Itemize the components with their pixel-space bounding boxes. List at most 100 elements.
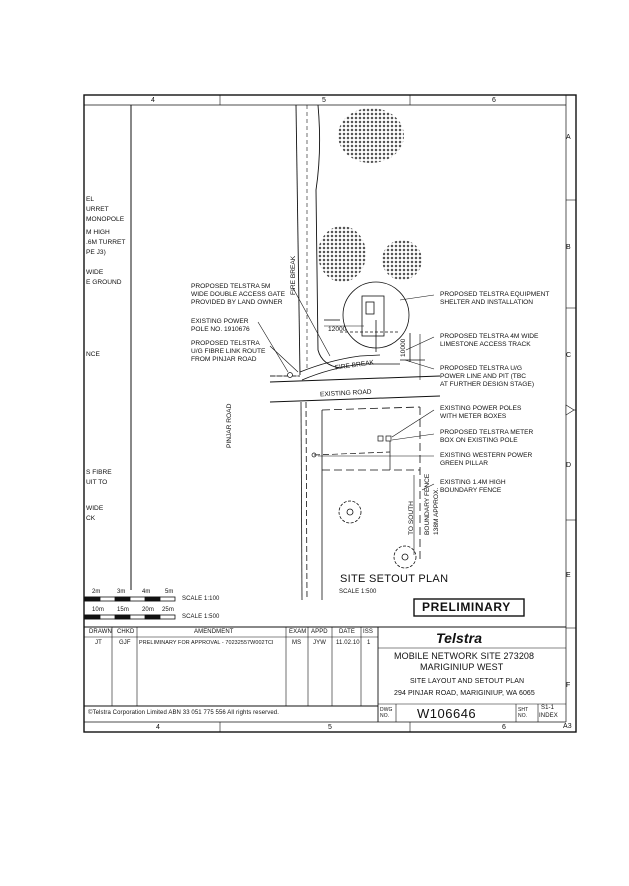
callout-access-gate: PROPOSED TELSTRA 5m WIDE DOUBLE ACCESS G…	[191, 283, 285, 307]
callout-line: AT FURTHER DESIGN STAGE)	[440, 381, 535, 388]
rev-header-date: DATE	[339, 629, 355, 635]
left-fragment: NCE	[86, 351, 100, 358]
callout-line: PROVIDED BY LAND OWNER	[191, 299, 283, 306]
callout-green-pillar: EXISTING WESTERN POWER GREEN PILLAR	[440, 452, 532, 468]
grid-row-a: A	[566, 134, 571, 141]
grid-corner-label: A3	[563, 723, 572, 730]
tree-canopy-north-2	[318, 226, 366, 282]
scale-tick: 2m	[92, 589, 101, 595]
callout-leaders	[257, 287, 435, 491]
scale-tick: 4m	[142, 589, 151, 595]
left-fragment: S FIBRE	[86, 469, 112, 476]
callout-line: POWER LINE AND PIT (TBC	[440, 373, 526, 380]
dimension-12000: 12000	[328, 326, 347, 333]
callout-line: FROM PINJAR ROAD	[191, 356, 257, 363]
callout-equipment-shelter: PROPOSED TELSTRA EQUIPMENT SHELTER AND I…	[440, 291, 549, 307]
plan-scale: SCALE 1:500	[339, 589, 377, 595]
callout-power-line: PROPOSED TELSTRA U/G POWER LINE AND PIT …	[440, 365, 534, 389]
boundary-fence	[321, 406, 421, 560]
equipment-compound	[324, 281, 425, 362]
sht-no-label: SHT NO.	[518, 707, 529, 719]
rev-cell-appd: JYW	[313, 640, 326, 646]
grid-col-5-bottom: 5	[328, 724, 332, 731]
rev-header-amendment: AMENDMENT	[194, 629, 234, 635]
callout-line: SHELTER AND INSTALLATION	[440, 299, 534, 306]
scale-tick: 25m	[162, 607, 174, 613]
rev-cell-date: 11.02.10	[336, 640, 360, 646]
dimension-lines	[324, 325, 421, 555]
trees-south	[338, 500, 417, 569]
fire-break-vertical-label: FIRE BREAK	[290, 255, 297, 295]
callout-line: PROPOSED TELSTRA U/G	[440, 365, 522, 372]
callout-power-poles: EXISTING POWER POLES WITH METER BOXES	[440, 405, 521, 421]
callout-access-track: PROPOSED TELSTRA 4m WIDE LIMESTONE ACCES…	[440, 333, 538, 349]
callout-line: EXISTING 1.4m HIGH	[440, 479, 506, 486]
pinjar-road	[300, 401, 323, 601]
callout-boundary-fence: EXISTING 1.4m HIGH BOUNDARY FENCE	[440, 479, 506, 495]
to-south-label: TO SOUTH	[408, 501, 415, 535]
scale-tick: 20m	[142, 607, 154, 613]
scale-tick: 10m	[92, 607, 104, 613]
grid-col-4-bottom: 4	[156, 724, 160, 731]
callout-line: EXISTING POWER	[191, 318, 249, 325]
grid-col-6-top: 6	[492, 97, 496, 104]
callout-line: BOX ON EXISTING POLE	[440, 437, 518, 444]
rev-header-appd: APPD	[311, 629, 328, 635]
callout-line: PROPOSED TELSTRA 5m	[191, 283, 271, 290]
left-fragment: MONOPOLE	[86, 216, 125, 223]
tree-canopy-north-1	[338, 108, 404, 163]
site-address: 294 PINJAR ROAD, MARIGINIUP, WA 6065	[394, 690, 535, 697]
scale-tick: 5m	[165, 589, 174, 595]
left-fragment: .6m TURRET	[86, 239, 126, 246]
scale-bars	[84, 596, 176, 620]
preliminary-stamp: PRELIMINARY	[422, 600, 511, 614]
plan-title: SITE SETOUT PLAN	[340, 573, 449, 585]
rev-cell-iss: 1	[367, 640, 371, 646]
drawing-subtitle: SITE LAYOUT AND SETOUT PLAN	[410, 678, 525, 685]
fire-break-road	[295, 104, 341, 376]
pinjar-road-label: PINJAR ROAD	[226, 403, 233, 448]
access-track	[270, 354, 400, 381]
grid-col-6-bottom: 6	[502, 724, 506, 731]
copyright-notice: ©Telstra Corporation Limited ABN 33 051 …	[88, 710, 279, 716]
callout-line: WIDE DOUBLE ACCESS GATE	[191, 291, 286, 298]
callout-line: EXISTING WESTERN POWER	[440, 452, 533, 459]
telstra-logo: Telstra	[436, 630, 483, 646]
left-fragment: URRET	[86, 206, 109, 213]
preliminary-stamp-frame	[413, 598, 525, 617]
grid-row-b: B	[566, 244, 571, 251]
grid-col-4-top: 4	[151, 97, 155, 104]
scale-tick: 3m	[117, 589, 126, 595]
scale-1-100-label: SCALE 1:100	[182, 596, 220, 602]
left-fragment: CK	[86, 515, 96, 522]
rev-header-chkd: CHKD	[117, 629, 135, 635]
callout-meter-box: PROPOSED TELSTRA METER BOX ON EXISTING P…	[440, 429, 533, 445]
rev-header-drawn: DRAWN	[89, 629, 112, 635]
title-block-frame	[84, 626, 566, 722]
rev-header-exam: EXAM	[289, 629, 307, 635]
callout-line: PROPOSED TELSTRA	[191, 340, 260, 347]
left-fragment: PE J3)	[86, 249, 106, 256]
callout-line: EXISTING POWER POLES	[440, 405, 522, 412]
drawing-border	[83, 94, 577, 733]
rev-header-iss: ISS	[363, 629, 373, 635]
rev-cell-chkd: GJF	[119, 640, 131, 646]
sht-index: INDEX	[539, 713, 558, 719]
callout-existing-pole: EXISTING POWER POLE No. 1910676	[191, 318, 250, 334]
callout-line: GREEN PILLAR	[440, 460, 489, 467]
dwg-no-label: DWG NO.	[380, 707, 393, 719]
callout-line: BOUNDARY FENCE	[440, 487, 502, 494]
left-fragment: E GROUND	[86, 279, 122, 286]
callout-line: WITH METER BOXES	[440, 413, 507, 420]
tree-canopy-north-3	[382, 240, 422, 280]
callout-line: PROPOSED TELSTRA EQUIPMENT	[440, 291, 550, 298]
callout-line: PROPOSED TELSTRA METER	[440, 429, 534, 436]
callout-line: PROPOSED TELSTRA 4m WIDE	[440, 333, 539, 340]
project-line-1: MOBILE NETWORK SITE 273208	[394, 651, 535, 661]
rev-cell-exam: MS	[292, 640, 302, 646]
callout-fibre-route: PROPOSED TELSTRA U/G FIBRE LINK ROUTE FR…	[191, 340, 265, 364]
project-line-2: MARIGINIUP WEST	[420, 662, 504, 672]
pole-markers	[287, 372, 392, 470]
grid-row-d: D	[566, 462, 572, 469]
